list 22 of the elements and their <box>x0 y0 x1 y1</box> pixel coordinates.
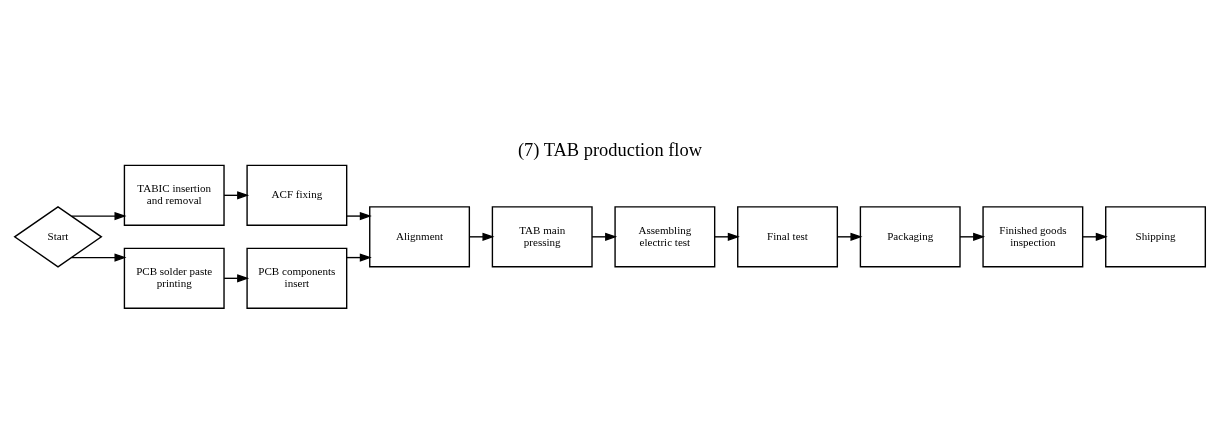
node-box: PCB components insert <box>246 247 348 309</box>
arrow <box>591 232 618 242</box>
arrow <box>714 232 740 242</box>
node-box: Alignment <box>369 206 471 268</box>
node-box: Assembling electric test <box>614 206 716 268</box>
node-diamond: Start <box>13 206 103 268</box>
node-box: Final test <box>737 206 839 268</box>
node-box: TABIC insertion and removal <box>123 164 225 226</box>
arrow <box>346 211 372 221</box>
arrow <box>836 232 863 242</box>
arrow <box>71 211 127 221</box>
arrow <box>71 253 127 262</box>
diagram-title: (7) TAB production flow <box>517 140 703 161</box>
arrow <box>1082 232 1108 242</box>
arrow <box>959 232 986 242</box>
arrow <box>468 232 495 242</box>
node-box: Packaging <box>859 206 961 268</box>
node-box: Shipping <box>1105 206 1206 268</box>
node-box: ACF fixing <box>246 164 348 226</box>
node-box: PCB solder paste printing <box>123 247 225 309</box>
node-box: Finished goods inspection <box>982 206 1084 268</box>
node-box: TAB main pressing <box>491 206 593 268</box>
